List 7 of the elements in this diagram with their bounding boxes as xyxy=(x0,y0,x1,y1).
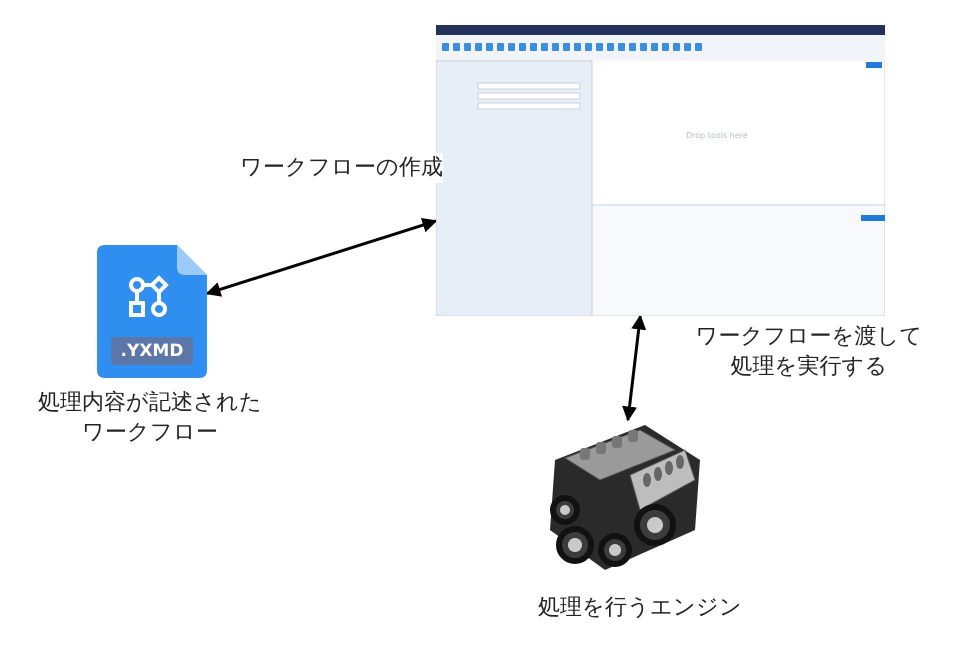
double-headed-arrow xyxy=(206,218,438,297)
double-headed-arrow xyxy=(622,314,646,422)
canvas-hint-text: Drop tools here xyxy=(686,131,748,140)
file-extension-label: .YXMD xyxy=(111,337,193,365)
edge-label: ワークフローの作成 xyxy=(240,153,443,183)
caption-text: 処理を行うエンジン xyxy=(537,594,743,622)
caption-text: 処理内容が記述されたワークフロー xyxy=(37,389,263,447)
